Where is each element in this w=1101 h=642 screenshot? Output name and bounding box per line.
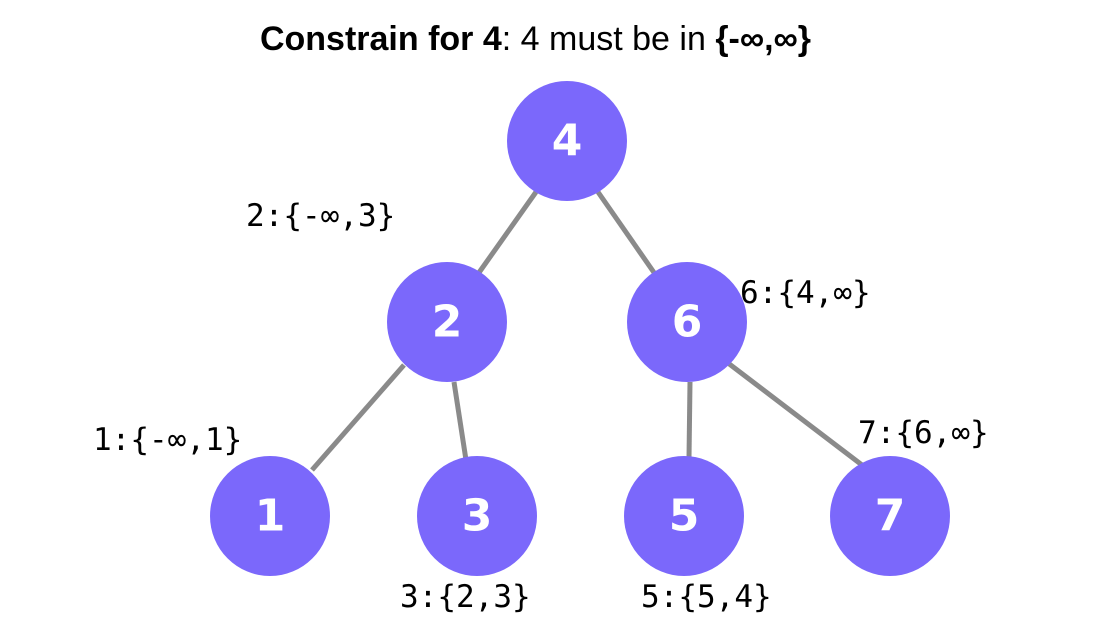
tree-node: 5 xyxy=(624,456,744,576)
tree-node: 4 xyxy=(507,81,627,201)
tree-edges xyxy=(310,190,864,472)
edge-6-5 xyxy=(686,381,693,459)
title-range: {-∞,∞} xyxy=(715,20,812,58)
edge-4-6 xyxy=(595,190,658,276)
edge-4-2 xyxy=(475,190,539,276)
constraint-label: 1:{-∞,1} xyxy=(93,422,242,458)
constraint-label: 7:{6,∞} xyxy=(858,415,989,451)
constraint-label: 5:{5,4} xyxy=(641,579,772,615)
node-label: 7 xyxy=(875,491,906,542)
node-circle xyxy=(417,456,537,576)
node-circle xyxy=(210,456,330,576)
tree-node: 2 xyxy=(387,262,507,382)
node-circle xyxy=(830,456,950,576)
diagram-title: Constrain for 4: 4 must be in {-∞,∞} xyxy=(0,20,1071,59)
tree-node: 7 xyxy=(830,456,950,576)
node-circle xyxy=(387,262,507,382)
title-prefix: Constrain for 4 xyxy=(259,20,502,58)
tree-nodes: 4 2 6 1 3 5 7 xyxy=(210,81,950,576)
node-label: 1 xyxy=(255,491,286,542)
constraint-label: 3:{2,3} xyxy=(400,579,531,615)
edge-2-1 xyxy=(310,363,406,472)
tree-node: 3 xyxy=(417,456,537,576)
tree-node: 6 xyxy=(627,262,747,382)
node-label: 3 xyxy=(462,491,493,542)
node-label: 2 xyxy=(432,297,463,348)
node-label: 6 xyxy=(672,297,703,348)
tree-node: 1 xyxy=(210,456,330,576)
node-circle xyxy=(624,456,744,576)
node-label: 4 xyxy=(552,116,583,167)
node-label: 5 xyxy=(669,491,700,542)
constraint-label: 6:{4,∞} xyxy=(740,275,871,311)
node-circle xyxy=(627,262,747,382)
title-middle: : 4 must be in xyxy=(501,20,716,58)
node-circle xyxy=(507,81,627,201)
constraint-labels: 2:{-∞,3} 6:{4,∞} 1:{-∞,1} 7:{6,∞} 3:{2,3… xyxy=(93,198,989,615)
constraint-label: 2:{-∞,3} xyxy=(246,198,395,234)
edge-6-7 xyxy=(726,361,864,467)
edge-2-3 xyxy=(451,381,469,461)
